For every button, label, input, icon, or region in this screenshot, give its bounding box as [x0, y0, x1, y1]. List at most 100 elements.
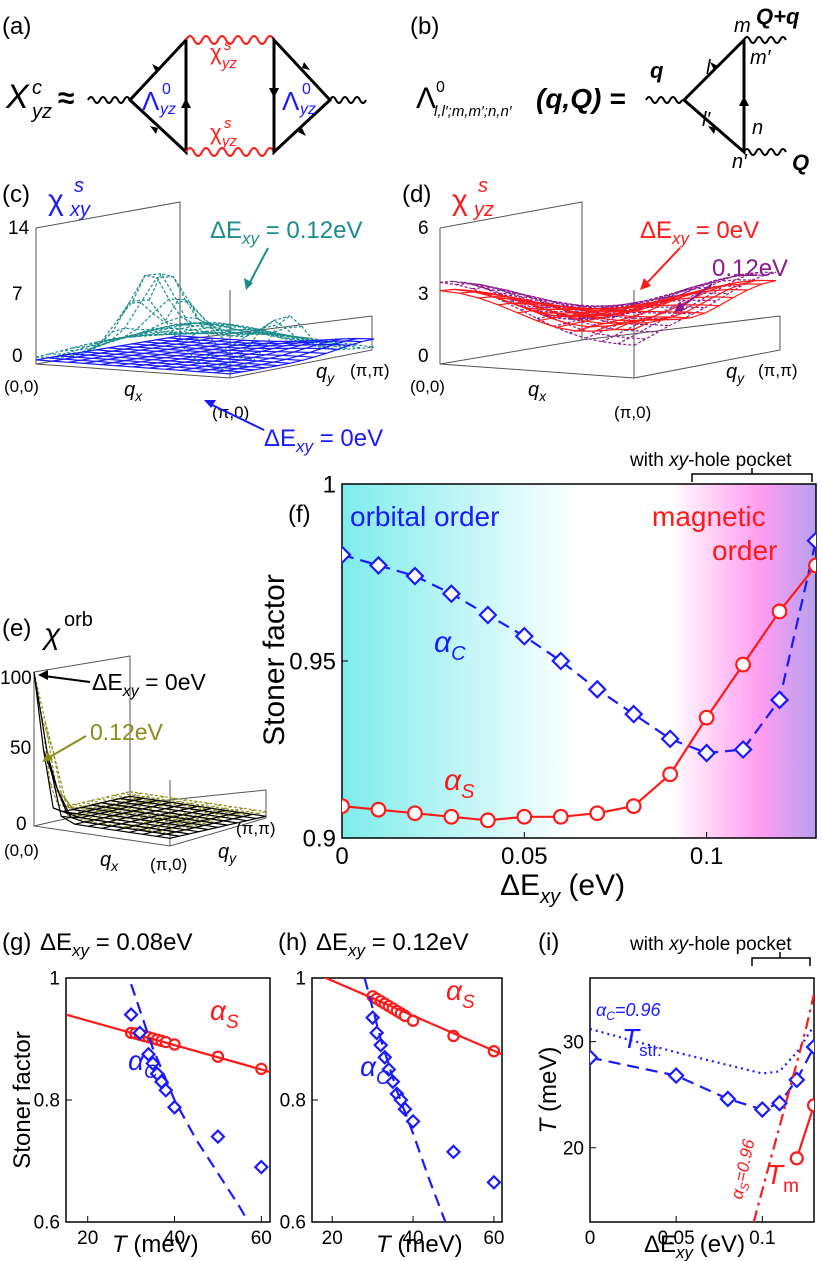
panel-b-mp: m′: [750, 47, 772, 69]
panel-d-box: [439, 201, 781, 379]
y-tick-label: 0.9: [303, 825, 336, 852]
mesh-line: [110, 800, 247, 822]
data-point-diamond: [368, 555, 389, 575]
panel-a-vertex-right-sub: yz: [299, 101, 316, 118]
mesh-line: [81, 802, 219, 824]
panel-a-chi-top-sup: s: [224, 37, 232, 54]
panel-b-m: m: [734, 15, 751, 37]
panel-c-arrow-bot: [209, 403, 265, 431]
panel-f-alphaS-label: αS: [444, 764, 475, 803]
panel-a-arrow-1: [152, 64, 160, 72]
data-point-diamond: [624, 704, 644, 724]
panel-f-label: (f): [288, 501, 311, 528]
mesh-line: [101, 802, 238, 824]
panel-e-mesh: [33, 671, 267, 839]
data-point-diamond: [405, 1113, 421, 1129]
panel-b-n: n: [752, 117, 763, 139]
panel-a-ext-wavy-right: [329, 96, 367, 104]
panel-b-ext-wavy-Q: [743, 148, 787, 156]
y-tick-label: 1: [49, 969, 60, 990]
data-point-diamond: [405, 566, 425, 586]
panel-f-ylabel: Stoner factor: [258, 574, 291, 746]
panel-d-ztick-3: 0: [418, 346, 429, 367]
series-line: [795, 1104, 814, 1159]
mesh-line: [129, 795, 267, 817]
mesh-line: [546, 285, 741, 317]
panel-c-qx: qx: [124, 379, 143, 404]
panel-a-arrow-5: [302, 62, 310, 70]
y-tick-label: 0.8: [34, 1091, 60, 1112]
panel-d-ztick-2: 3: [418, 284, 429, 305]
panel-d-chi: χ: [452, 184, 468, 217]
panel-e-qx: qx: [100, 849, 119, 874]
panel-c-chi-sub: xy: [69, 199, 91, 221]
panel-c-annot-bot: ΔExy = 0eV: [264, 425, 383, 456]
mesh-line: [91, 804, 228, 826]
data-point-diamond: [805, 1038, 814, 1056]
panel-a-approx: ≈: [58, 82, 74, 115]
panel-d-ztick-1: 6: [418, 218, 429, 239]
data-point-circle: [806, 1098, 814, 1113]
mesh-line: [539, 296, 734, 314]
panel-i-label: (i): [538, 929, 559, 956]
panel-d-label: (d): [402, 181, 431, 208]
panel-d-arrow-2-head: [674, 301, 685, 312]
x-tick-label: 0.1: [749, 1228, 775, 1249]
panel-f-bracket-text: with xy-hole pocket: [629, 450, 792, 471]
panel-f-region-right-2: order: [712, 535, 777, 566]
panel-a-ext-wavy-left: [87, 96, 131, 104]
mesh-line: [73, 803, 211, 826]
panel-g-alphaS-label: αS: [210, 995, 239, 1033]
panel-h-plot: [323, 978, 502, 1222]
data-point-diamond: [445, 1144, 462, 1160]
panel-c-mesh: [35, 273, 375, 375]
panel-a-chi-bottom-sub: yz: [221, 133, 238, 150]
data-point-diamond: [373, 1037, 389, 1053]
data-point-circle: [808, 557, 816, 574]
mesh-line: [148, 273, 294, 337]
series-line: [752, 993, 814, 1222]
data-point-diamond: [253, 1159, 269, 1175]
panel-a-vertex-left: Λ: [142, 86, 160, 116]
mesh-line: [633, 280, 777, 330]
panel-d-chi-sup: s: [478, 175, 488, 197]
y-tick-label: 0.95: [289, 648, 336, 675]
panel-d-qx: qx: [528, 379, 547, 404]
panel-a-chi-top: χ: [210, 40, 222, 65]
panel-i-bracket: [751, 952, 811, 966]
data-point-diamond: [158, 1082, 174, 1098]
panel-h-alphaS-label: αS: [446, 975, 475, 1013]
data-point-diamond: [788, 1071, 806, 1089]
mesh-line: [129, 809, 226, 833]
panel-a-chi-bottom: χ: [210, 120, 222, 145]
panel-i-bracket-text: with xy-hole pocket: [629, 934, 792, 955]
panel-e-chi: χ: [41, 618, 61, 651]
panel-b-args: (q,Q) =: [536, 83, 625, 114]
data-point-circle: [698, 709, 715, 726]
panel-b-lhs-sup: 0: [436, 79, 445, 96]
x-tick-label: 0.05: [501, 843, 548, 870]
panel-b-lhs: Λ: [416, 82, 436, 115]
panel-e-arrow-2: [47, 735, 87, 759]
data-point-diamond: [660, 729, 680, 749]
panel-h-xlabel: T (meV): [376, 1231, 463, 1258]
panel-c: (c) χ s xy 14 7 0 (0,0) (π,0) (π,π) qx q…: [2, 175, 390, 456]
mesh-line: [121, 792, 259, 815]
panel-b-arrow-2: [739, 96, 749, 106]
panel-a-lhs-sup: c: [32, 77, 42, 99]
mesh-line: [581, 279, 777, 317]
mesh-line: [614, 279, 757, 331]
panel-h-label: (h): [278, 929, 307, 956]
panel-e-annot-1: ΔExy = 0eV: [92, 669, 207, 700]
panel-a-arrow-3: [150, 126, 158, 134]
panel-a-vertex-left-sup: 0: [162, 81, 171, 98]
panel-c-arrow-bot-head: [204, 400, 216, 408]
panel-b-arrow-3: [708, 126, 716, 134]
data-point-circle: [370, 801, 387, 818]
panel-c-cornerPiPi: (π,π): [350, 361, 390, 380]
panel-b-l: l: [706, 57, 711, 79]
